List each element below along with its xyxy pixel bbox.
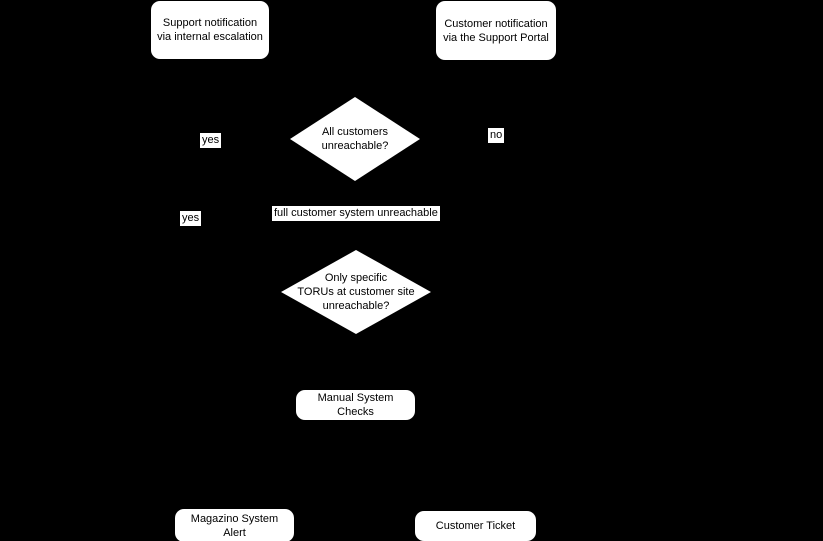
edge-label-yes-upper: yes — [200, 133, 222, 148]
node-support-notification: Support notification via internal escala… — [151, 1, 269, 59]
edge-label-full-customer-system-unreachable: full customer system unreachable — [272, 206, 440, 221]
node-manual-system-checks: Manual System Checks — [296, 390, 415, 420]
edge-label-yes-lower: yes — [180, 211, 202, 226]
decision-specific-torus-unreachable: Only specific TORUs at customer site unr… — [281, 250, 431, 334]
node-customer-notification: Customer notification via the Support Po… — [436, 1, 556, 60]
decision-all-customers-unreachable: All customers unreachable? — [290, 97, 420, 181]
node-customer-ticket: Customer Ticket — [415, 511, 536, 541]
edge-label-no: no — [488, 128, 505, 143]
node-magazino-system-alert: Magazino System Alert — [175, 509, 294, 541]
